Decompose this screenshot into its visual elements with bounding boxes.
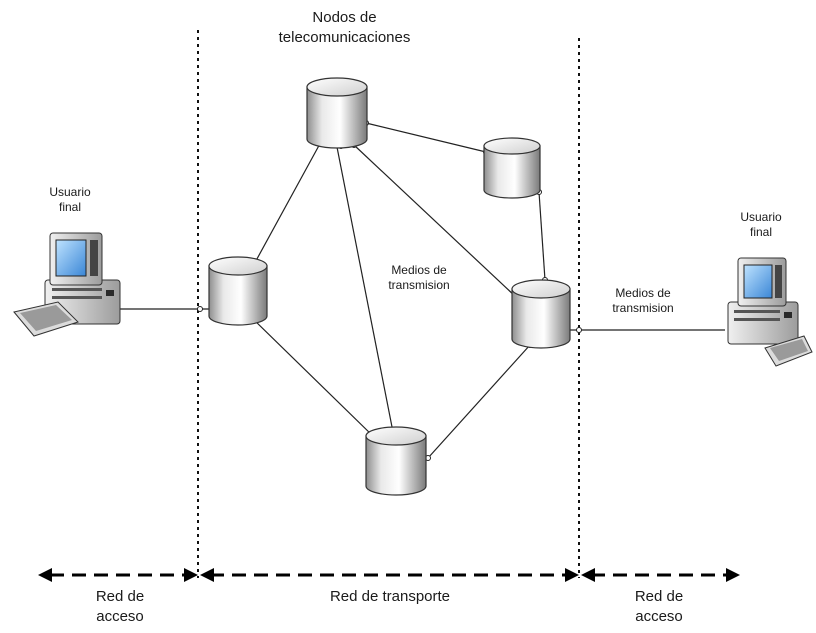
access-left-label: Red de acceso — [75, 587, 165, 627]
link-top-left — [251, 139, 323, 269]
transport-label: Red de transporte — [300, 587, 480, 607]
node-left — [208, 256, 268, 326]
transmission-links — [120, 122, 725, 459]
media-right-line-2: transmision — [612, 301, 674, 315]
link-top-bottom — [335, 141, 394, 433]
link-left-bottom — [251, 317, 376, 439]
node-bottom — [365, 426, 427, 496]
nodes-title-line-2: telecomunicaciones — [278, 29, 411, 46]
media-right-line-1: Medios de — [615, 286, 671, 300]
transport-line: Red de transporte — [329, 588, 451, 605]
link-top-midright — [353, 144, 517, 298]
node-right — [483, 137, 541, 199]
media-center-label: Medios de transmision — [374, 263, 464, 293]
node-top — [306, 77, 368, 149]
user-left-label: Usuario final — [40, 185, 100, 215]
media-center-line-1: Medios de — [391, 263, 447, 277]
computer-left-icon — [13, 232, 121, 337]
computer-right-icon — [727, 257, 813, 367]
user-right-line-1: Usuario — [740, 210, 782, 224]
nodes-title: Nodos de telecomunicaciones — [262, 8, 427, 48]
node-midright — [511, 279, 571, 349]
link-midright-bottom — [427, 344, 531, 459]
access-right-label: Red de acceso — [614, 587, 704, 627]
media-center-line-2: transmision — [388, 278, 450, 292]
link-right-midright — [538, 191, 546, 281]
access-right-line-1: Red de — [634, 588, 684, 605]
user-right-line-2: final — [749, 225, 772, 239]
link-top-right — [365, 122, 487, 153]
access-right-line-2: acceso — [635, 608, 683, 625]
access-left-line-1: Red de — [95, 588, 145, 605]
user-left-line-1: Usuario — [49, 185, 91, 199]
nodes-title-line-1: Nodos de — [312, 9, 377, 26]
media-right-label: Medios de transmision — [598, 286, 688, 316]
access-left-line-2: acceso — [96, 608, 144, 625]
user-right-label: Usuario final — [726, 210, 796, 240]
user-left-line-2: final — [58, 200, 81, 214]
